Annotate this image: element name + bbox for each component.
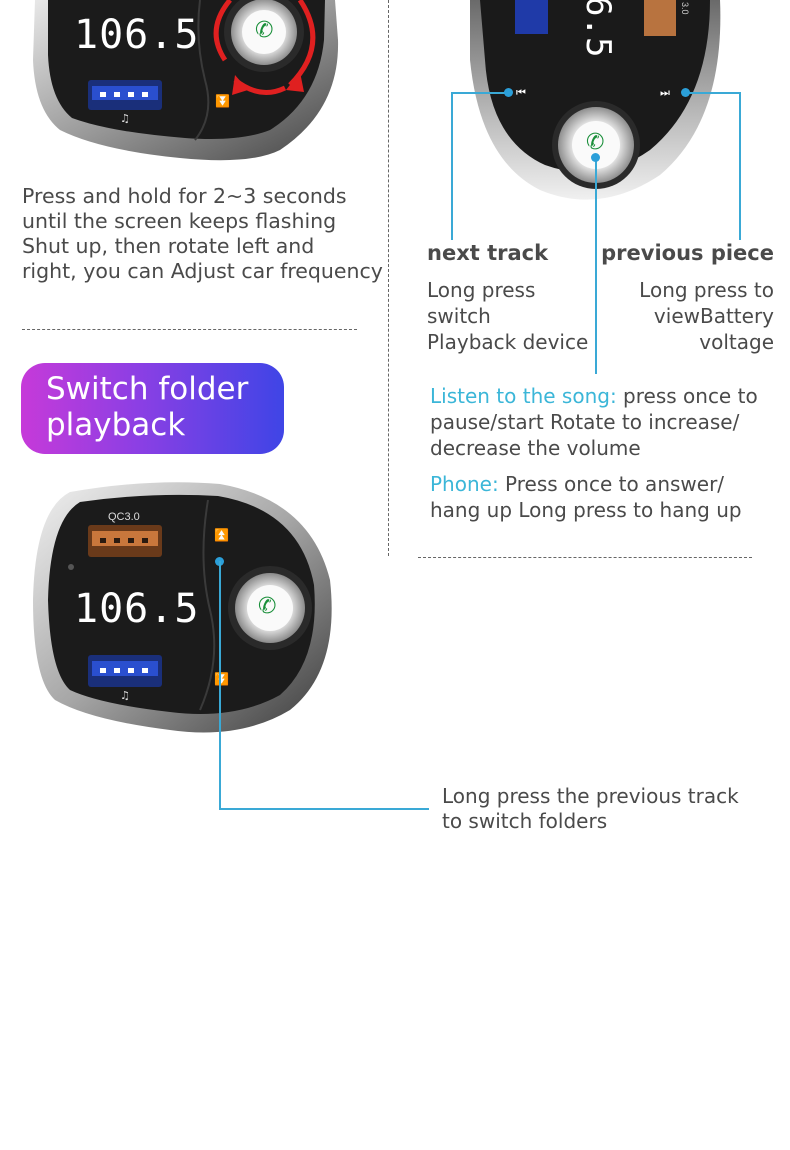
divider-vertical bbox=[388, 0, 389, 556]
next-track-icon: ⏭ bbox=[660, 86, 670, 99]
qc-label-top: 3.0 bbox=[680, 2, 690, 15]
instruction-line: Shut up, then rotate left and bbox=[22, 234, 315, 258]
folder-line: Long press the previous track bbox=[442, 784, 739, 808]
qc-label-bottom: QC3.0 bbox=[108, 511, 140, 523]
desc-line: voltage bbox=[699, 330, 774, 354]
bottom-display: 106.5 bbox=[74, 586, 200, 632]
phone-text: hang up Long press to hang up bbox=[430, 498, 742, 522]
desc-line: switch bbox=[427, 304, 491, 328]
callout-dot bbox=[591, 153, 600, 162]
switch-folder-badge: Switch folder playback bbox=[21, 363, 284, 454]
listen-text: press once to bbox=[616, 384, 758, 408]
listen-text: pause/start Rotate to increase/ bbox=[430, 410, 740, 434]
phone-icon: ✆ bbox=[255, 18, 274, 43]
folder-line: to switch folders bbox=[442, 809, 608, 833]
bottom-device bbox=[33, 482, 332, 733]
rotate-arrow-icon bbox=[213, 0, 232, 62]
desc-line: Playback device bbox=[427, 330, 589, 354]
next-track-title: next track bbox=[427, 241, 549, 265]
instruction-line: right, you can Adjust car frequency bbox=[22, 259, 383, 283]
top-right-display: 6.5 bbox=[578, 0, 618, 58]
divider-right bbox=[418, 557, 752, 558]
phone-text: Press once to answer/ bbox=[498, 472, 725, 496]
previous-track-icon: ⏮ bbox=[516, 86, 526, 99]
phone-description: Phone: Press once to answer/ hang up Lon… bbox=[430, 471, 780, 523]
phone-icon: ✆ bbox=[586, 130, 605, 155]
folder-down-icon: ⏬ bbox=[214, 672, 229, 686]
listen-text: decrease the volume bbox=[430, 436, 641, 460]
instruction-line: Press and hold for 2~3 seconds bbox=[22, 184, 347, 208]
top-left-display: 106.5 bbox=[74, 12, 200, 58]
folder-instructions: Long press the previous track to switch … bbox=[442, 784, 739, 834]
frequency-instructions: Press and hold for 2~3 seconds until the… bbox=[22, 184, 392, 284]
music-note-icon: ♫ bbox=[120, 689, 130, 702]
callout-line-next-v bbox=[451, 92, 453, 240]
badge-line-2: playback bbox=[46, 407, 186, 443]
callout-line-prev-v bbox=[739, 92, 741, 240]
callout-line-folder-v bbox=[219, 561, 221, 810]
listen-label: Listen to the song: bbox=[430, 384, 617, 408]
callout-line-prev-h bbox=[686, 92, 741, 94]
desc-line: Long press bbox=[427, 278, 536, 302]
desc-line: Long press to bbox=[639, 278, 774, 302]
top-right-device bbox=[470, 0, 721, 200]
callout-dot bbox=[504, 88, 513, 97]
instruction-line: until the screen keeps flashing bbox=[22, 209, 337, 233]
callout-line-folder-h bbox=[219, 808, 429, 810]
top-left-device bbox=[33, 0, 339, 161]
callout-line-next-h bbox=[451, 92, 511, 94]
callout-line-knob bbox=[595, 157, 597, 374]
listen-description: Listen to the song: press once to pause/… bbox=[430, 383, 780, 461]
next-track-description: Long press switch Playback device bbox=[427, 277, 588, 355]
desc-line: viewBattery bbox=[653, 304, 774, 328]
music-note-icon: ♫ bbox=[120, 112, 130, 125]
folder-down-icon: ⏬ bbox=[215, 94, 230, 108]
previous-piece-description: Long press to viewBattery voltage bbox=[639, 277, 774, 355]
previous-piece-title: previous piece bbox=[601, 241, 774, 265]
phone-label: Phone: bbox=[430, 472, 499, 496]
folder-up-icon: ⏫ bbox=[214, 528, 229, 542]
phone-icon: ✆ bbox=[258, 594, 277, 619]
badge-line-1: Switch folder bbox=[46, 371, 249, 407]
callout-dot bbox=[681, 88, 690, 97]
divider-left bbox=[22, 329, 357, 330]
